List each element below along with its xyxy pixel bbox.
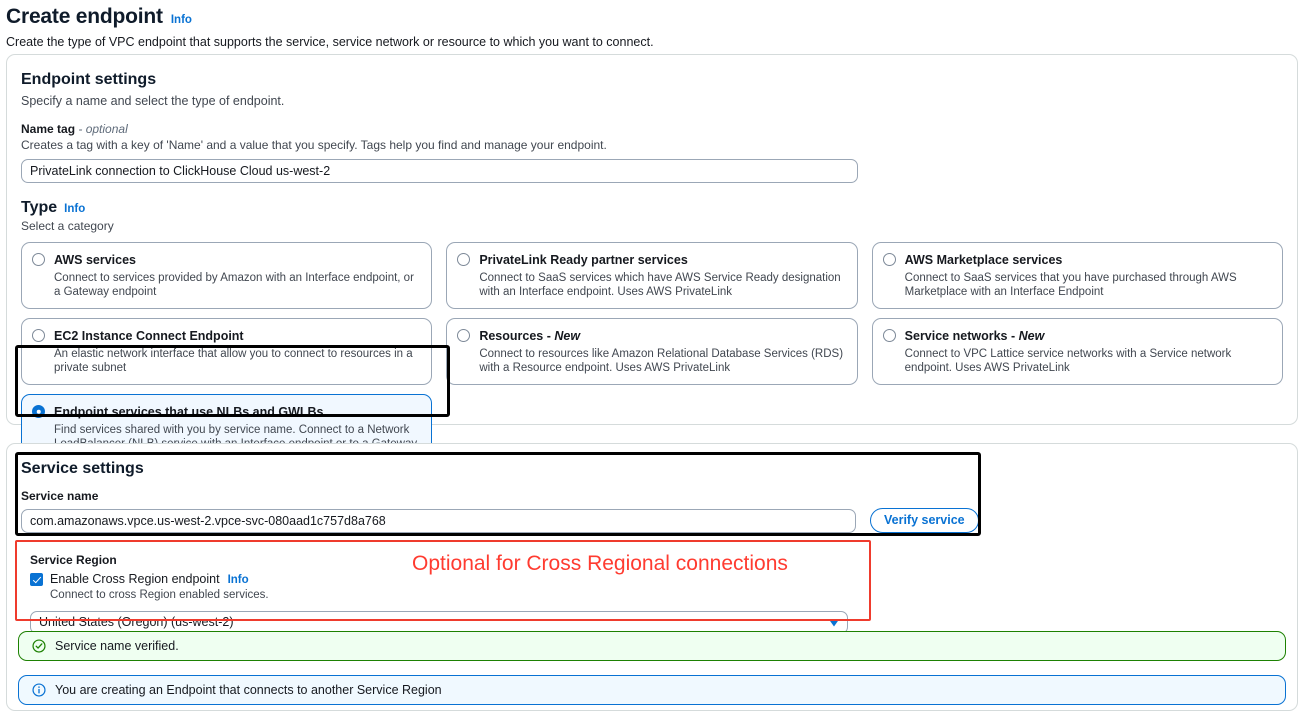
page-description: Create the type of VPC endpoint that sup…	[6, 34, 1304, 50]
alert-service-name-verified: Service name verified.	[18, 631, 1286, 661]
type-option-title: Endpoint services that use NLBs and GWLB…	[54, 405, 324, 419]
service-name-row: Verify service	[21, 508, 1283, 533]
endpoint-settings-subtitle: Specify a name and select the type of en…	[21, 93, 1283, 109]
type-option-title: AWS Marketplace services	[905, 253, 1063, 267]
service-name-label: Service name	[21, 489, 1283, 503]
page-header: Create endpoint Info Create the type of …	[0, 0, 1304, 50]
name-tag-field-group: Name tag - optional Creates a tag with a…	[21, 122, 1283, 183]
type-option-title: Service networks - New	[905, 329, 1045, 343]
info-circle-icon	[32, 683, 46, 697]
radio-icon[interactable]	[883, 329, 896, 342]
type-label: Type	[21, 199, 57, 217]
type-info-link[interactable]: Info	[64, 203, 85, 215]
type-option-ec2-instance-connect-endpoint[interactable]: EC2 Instance Connect Endpoint An elastic…	[21, 318, 432, 385]
alert-text: Service name verified.	[55, 639, 179, 653]
name-tag-label: Name tag - optional	[21, 122, 1283, 136]
service-settings-panel: Service settings Service name Verify ser…	[6, 443, 1298, 711]
check-circle-icon	[32, 639, 46, 653]
type-option-privatelink-ready-partner-services[interactable]: PrivateLink Ready partner services Conne…	[446, 242, 857, 309]
type-option-desc: Connect to resources like Amazon Relatio…	[479, 347, 846, 375]
enable-cross-region-label: Enable Cross Region endpoint	[50, 572, 220, 586]
type-option-service-networks[interactable]: Service networks - New Connect to VPC La…	[872, 318, 1283, 385]
name-tag-input[interactable]	[21, 159, 858, 183]
endpoint-settings-body: Endpoint settings Specify a name and sel…	[7, 55, 1297, 491]
type-option-resources[interactable]: Resources - New Connect to resources lik…	[446, 318, 857, 385]
type-option-title: AWS services	[54, 253, 136, 267]
page-info-link[interactable]: Info	[171, 14, 192, 26]
radio-icon[interactable]	[32, 329, 45, 342]
type-option-desc: An elastic network interface that allow …	[54, 347, 421, 375]
radio-icon-selected[interactable]	[32, 405, 45, 418]
type-option-desc: Connect to VPC Lattice service networks …	[905, 347, 1272, 375]
type-option-title: EC2 Instance Connect Endpoint	[54, 329, 244, 343]
page-title: Create endpoint	[6, 4, 163, 30]
name-tag-optional: - optional	[78, 122, 127, 136]
type-option-title: PrivateLink Ready partner services	[479, 253, 687, 267]
endpoint-settings-panel: Endpoint settings Specify a name and sel…	[6, 54, 1298, 425]
type-option-aws-marketplace-services[interactable]: AWS Marketplace services Connect to SaaS…	[872, 242, 1283, 309]
service-settings-title: Service settings	[21, 458, 1283, 479]
service-name-input[interactable]	[21, 509, 856, 533]
type-sub: Select a category	[21, 219, 1283, 234]
alert-text: You are creating an Endpoint that connec…	[55, 683, 442, 697]
enable-cross-region-row[interactable]: Enable Cross Region endpoint Info Connec…	[30, 572, 1274, 602]
radio-icon[interactable]	[32, 253, 45, 266]
type-option-desc: Connect to SaaS services which have AWS …	[479, 271, 846, 299]
service-name-field-group: Service name Verify service	[21, 489, 1283, 533]
service-settings-body: Service settings Service name Verify ser…	[7, 444, 1297, 655]
enable-cross-region-checkbox[interactable]	[30, 573, 43, 586]
endpoint-settings-title: Endpoint settings	[21, 69, 1283, 90]
type-option-aws-services[interactable]: AWS services Connect to services provide…	[21, 242, 432, 309]
annotation-cross-region-note: Optional for Cross Regional connections	[412, 552, 788, 576]
radio-icon[interactable]	[457, 253, 470, 266]
alert-cross-region-info: You are creating an Endpoint that connec…	[18, 675, 1286, 705]
type-option-desc: Connect to services provided by Amazon w…	[54, 271, 421, 299]
type-radio-grid: AWS services Connect to services provide…	[21, 242, 1283, 475]
radio-icon[interactable]	[457, 329, 470, 342]
type-field-group: Type Info Select a category AWS services…	[21, 199, 1283, 475]
name-tag-help: Creates a tag with a key of 'Name' and a…	[21, 138, 1283, 153]
type-option-desc: Connect to SaaS services that you have p…	[905, 271, 1272, 299]
page-title-row: Create endpoint Info	[6, 4, 1304, 30]
type-heading-row: Type Info	[21, 199, 1283, 217]
enable-cross-region-desc: Connect to cross Region enabled services…	[50, 588, 269, 602]
cross-region-info-link[interactable]: Info	[228, 574, 249, 586]
type-option-title: Resources - New	[479, 329, 580, 343]
verify-service-button[interactable]: Verify service	[870, 508, 979, 533]
radio-icon[interactable]	[883, 253, 896, 266]
name-tag-label-text: Name tag	[21, 122, 75, 136]
